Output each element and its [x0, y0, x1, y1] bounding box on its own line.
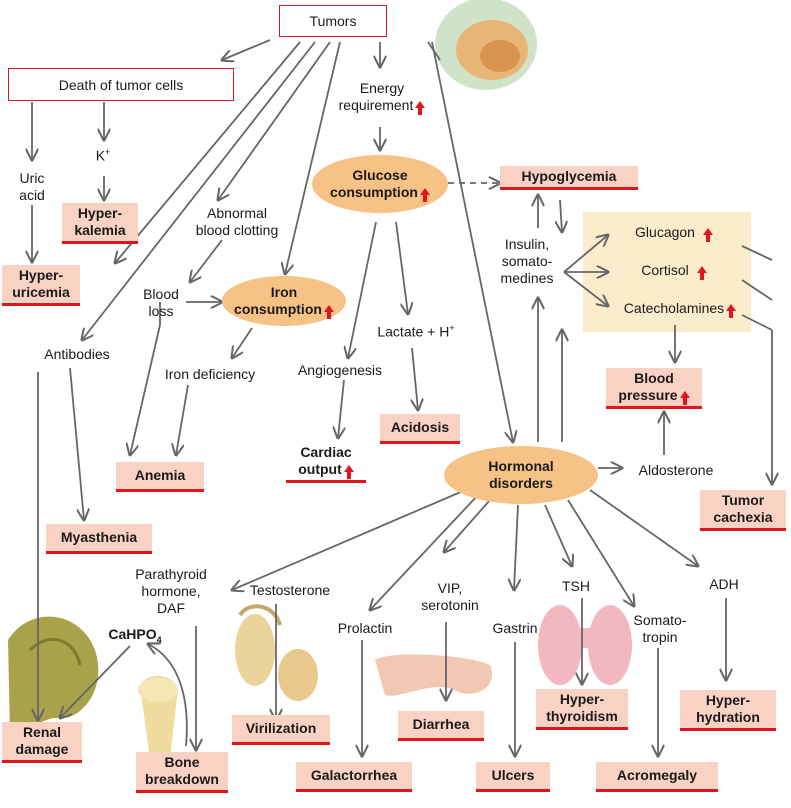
acromegaly-outcome: Acromegaly — [596, 762, 718, 792]
iron-deficiency-node: Iron deficiency — [152, 366, 268, 383]
hyperhydration-outcome: Hyper-hydration — [680, 690, 776, 731]
increase-arrow-icon — [680, 391, 690, 398]
cahpo4-node: CaHPO4 — [100, 626, 170, 649]
increase-arrow-icon — [415, 101, 425, 108]
anemia-outcome: Anemia — [116, 462, 204, 492]
hyperkalemia-outcome: Hyper-kalemia — [62, 203, 138, 244]
increase-arrow-icon — [324, 305, 334, 312]
hyperuricemia-outcome: Hyper-uricemia — [2, 265, 80, 306]
galactorrhea-outcome: Galactorrhea — [296, 762, 412, 792]
antibodies-node: Antibodies — [36, 346, 118, 363]
increase-arrow-icon — [726, 304, 736, 311]
death-label: Death of tumor cells — [59, 77, 184, 93]
aldosterone-node: Aldosterone — [628, 462, 724, 479]
myasthenia-outcome: Myasthenia — [46, 524, 152, 554]
glucagon-node: Glucagon — [620, 224, 728, 241]
increase-arrow-icon — [703, 228, 713, 235]
hyperthyroidism-outcome: Hyper-thyroidism — [536, 689, 628, 730]
prolactin-node: Prolactin — [330, 620, 400, 637]
insulin-node: Insulin,somato-medines — [492, 236, 562, 287]
increase-arrow-icon — [420, 188, 430, 195]
hypoglycemia-outcome: Hypoglycemia — [500, 166, 638, 190]
increase-arrow-icon — [344, 465, 354, 472]
tumors-label: Tumors — [310, 13, 357, 29]
k-ion-node: K+ — [88, 144, 118, 165]
catecholamines-node: Catecholamines — [610, 300, 750, 317]
tumor-illustration — [435, 0, 537, 90]
bone-illustration — [138, 676, 178, 760]
diarrhea-outcome: Diarrhea — [398, 711, 484, 741]
kidney-illustration — [8, 617, 98, 736]
intestine-illustration — [375, 655, 492, 696]
vip-serotonin-node: VIP,serotonin — [412, 580, 488, 614]
energy-requirement-node: Energy requirement — [336, 80, 428, 114]
angiogenesis-node: Angiogenesis — [290, 362, 390, 379]
virilization-outcome: Virilization — [232, 715, 330, 745]
tumors-box: Tumors — [279, 5, 387, 37]
lactate-node: Lactate + H+ — [368, 320, 464, 341]
adh-node: ADH — [700, 576, 748, 593]
tsh-node: TSH — [556, 578, 596, 595]
acidosis-outcome: Acidosis — [380, 414, 460, 444]
cortisol-node: Cortisol — [620, 262, 728, 279]
gastrin-node: Gastrin — [482, 620, 548, 637]
death-of-tumor-cells-box: Death of tumor cells — [8, 68, 234, 101]
testosterone-node: Testosterone — [240, 582, 340, 599]
ulcers-outcome: Ulcers — [476, 762, 550, 792]
thyroid-illustration — [538, 605, 632, 685]
increase-arrow-icon — [697, 266, 707, 273]
somatotropin-node: Somato-tropin — [628, 612, 692, 646]
